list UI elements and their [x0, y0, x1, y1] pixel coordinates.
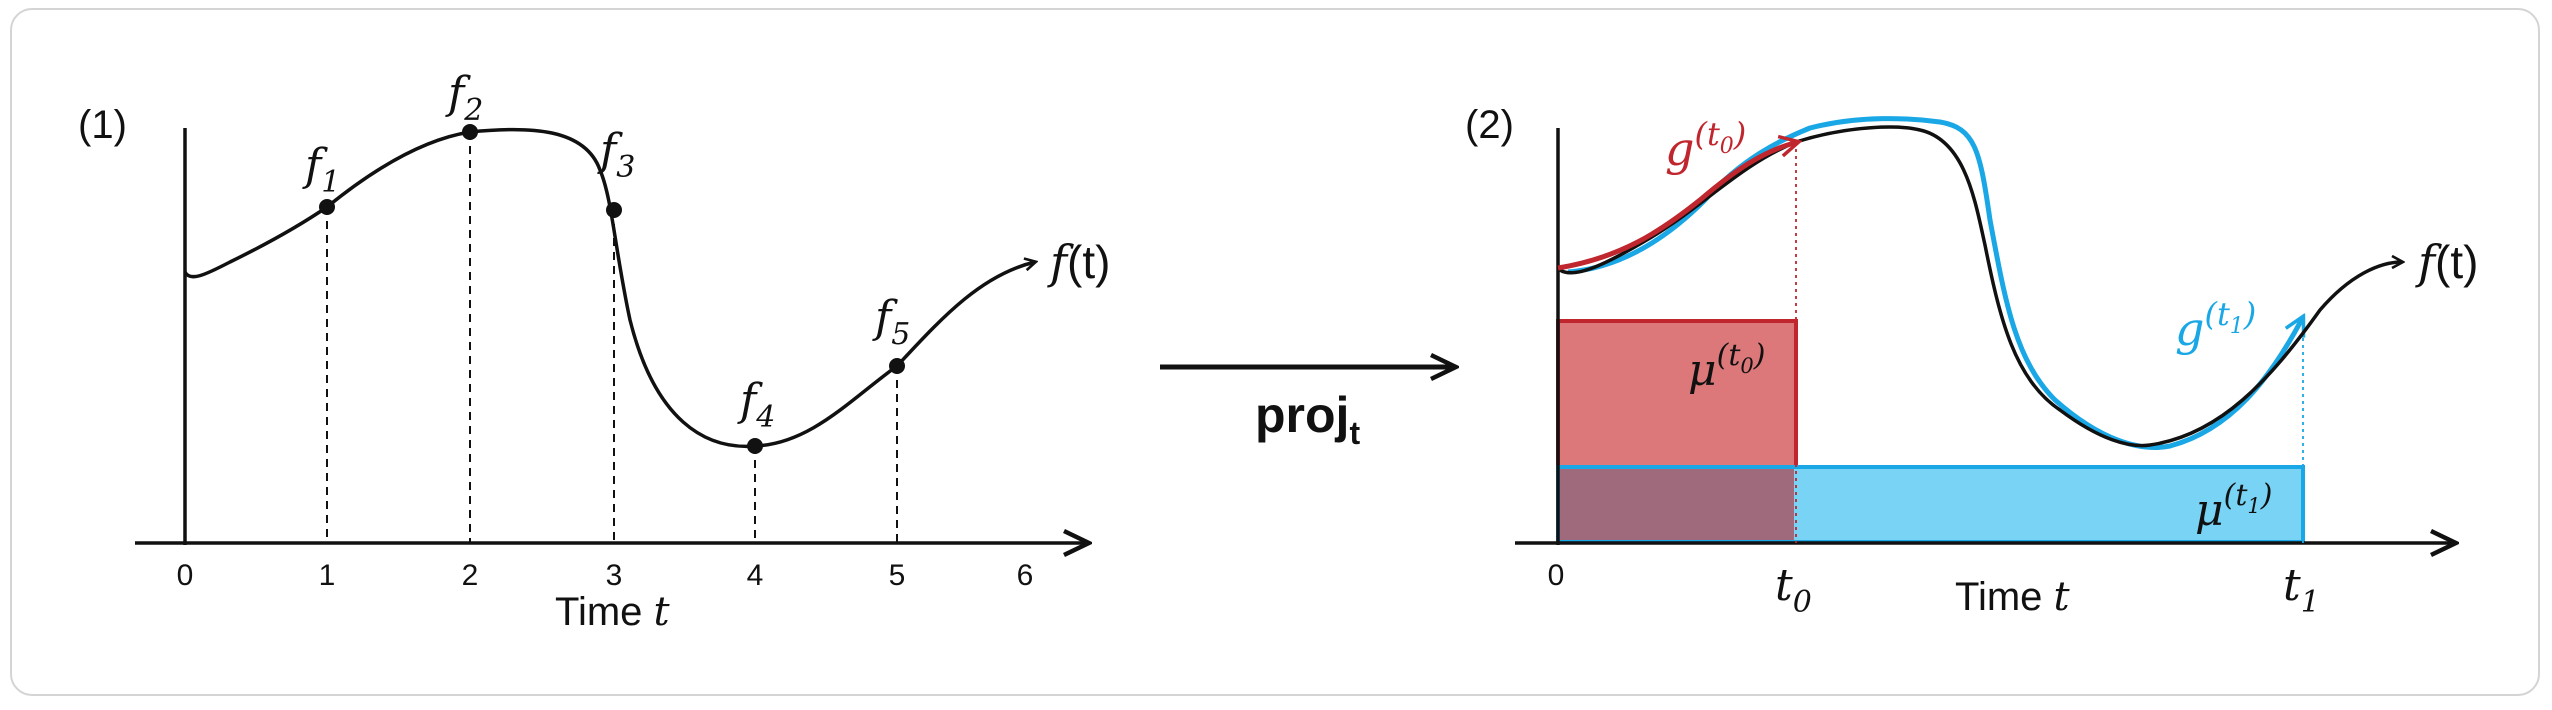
tick-2: 2 [462, 559, 479, 592]
figure-card [10, 8, 2540, 696]
mu-t0-label: μ(t0) [1688, 338, 1765, 396]
point-label-f1: f1 [302, 140, 340, 200]
point-f4 [747, 438, 763, 454]
point-label-f5: f5 [872, 292, 910, 352]
panel-1-x-label: Time t [555, 589, 671, 635]
mu-t1-label: μ(t1) [2195, 478, 2272, 536]
tick-5: 5 [889, 559, 906, 592]
panel-2: (2) g(t0) g(t1) μ(t0) μ(t1) f(t) 0 t0 t1… [1465, 103, 2478, 620]
panel-1: (1) f1 f2 f3 f4 f5 f(t) 0 1 [78, 68, 1110, 635]
tick-6: 6 [1017, 559, 1034, 592]
point-f2 [462, 124, 478, 140]
tick-1: 1 [319, 559, 336, 592]
panel-1-curve-label: f(t) [1047, 235, 1110, 289]
tick-4: 4 [747, 559, 764, 592]
tick-t1: t1 [2283, 560, 2320, 620]
g-t1-label: g(t1) [2175, 295, 2256, 356]
projection-arrow: projt [1160, 367, 1455, 451]
point-f5 [889, 358, 905, 374]
point-f1 [319, 199, 335, 215]
tick-t0: t0 [1775, 560, 1812, 620]
panel-2-tick-0: 0 [1548, 559, 1565, 592]
tick-0: 0 [177, 559, 194, 592]
panel-1-label: (1) [78, 103, 127, 147]
point-label-f3: f3 [597, 125, 635, 185]
projection-g-t0 [1557, 142, 1798, 271]
g-t0-label: g(t0) [1665, 115, 1746, 176]
projection-arrow-label: projt [1255, 387, 1360, 451]
mu-overlap-region [1560, 469, 1794, 540]
panel-1-x-ticks: 0 1 2 3 4 5 6 [177, 559, 1034, 592]
point-label-f4: f4 [737, 375, 775, 435]
panel-2-curve-label: f(t) [2415, 235, 2478, 289]
tick-3: 3 [606, 559, 623, 592]
panel-2-curve [1559, 125, 2402, 448]
panel-2-label: (2) [1465, 103, 1514, 147]
panel-2-x-label: Time t [1955, 574, 2071, 620]
panel-1-drop-lines [326, 132, 898, 543]
point-label-f2: f2 [445, 68, 483, 128]
point-f3 [606, 202, 622, 218]
